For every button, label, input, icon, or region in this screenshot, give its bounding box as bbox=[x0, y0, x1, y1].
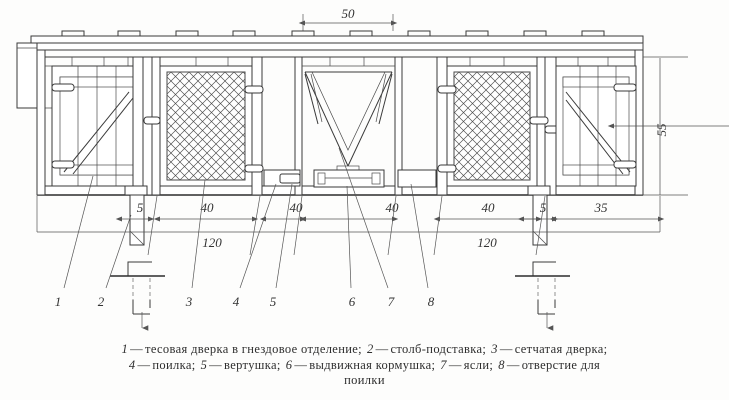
latch-icon bbox=[437, 85, 457, 94]
turn-latch-icon bbox=[143, 116, 161, 125]
hinge-icon bbox=[51, 83, 75, 92]
wire-mesh-panel bbox=[166, 71, 246, 181]
caption-dash: — bbox=[130, 342, 143, 356]
caption-key-8: 8 bbox=[498, 357, 505, 372]
dim-bay-3-40-label: 40 bbox=[386, 200, 400, 215]
callout-8-label: 8 bbox=[428, 294, 435, 309]
wire-mesh-panel bbox=[453, 71, 531, 181]
caption-key-3: 3 bbox=[491, 342, 498, 356]
dim-bay-1-40-label: 40 bbox=[201, 200, 215, 215]
dim-post-right-5-label: 5 bbox=[540, 200, 547, 215]
caption-text-7: ясли; bbox=[463, 357, 494, 372]
callout-3-label: 3 bbox=[185, 294, 193, 309]
caption-dash: — bbox=[448, 357, 462, 372]
hinge-icon bbox=[613, 160, 637, 169]
caption-dash: — bbox=[209, 357, 223, 372]
drinker-opening bbox=[397, 169, 437, 188]
hinge-icon bbox=[51, 160, 75, 169]
latch-icon bbox=[529, 116, 549, 125]
caption-text-5: вертушка; bbox=[224, 357, 281, 372]
latch-icon bbox=[244, 85, 264, 94]
caption-dash: — bbox=[294, 357, 308, 372]
caption-key-4: 4 bbox=[128, 357, 136, 372]
roof-tabs bbox=[61, 30, 605, 36]
top-dimension-50-label: 50 bbox=[342, 6, 356, 21]
left-mesh-door bbox=[159, 65, 264, 187]
latch-icon bbox=[437, 164, 457, 173]
figure-caption: 1—тесовая дверка в гнездовое отделение;2… bbox=[0, 342, 729, 389]
caption-line-1: 1—тесовая дверка в гнездовое отделение;2… bbox=[8, 342, 721, 358]
drawing-area: 50 bbox=[16, 6, 729, 331]
dim-bay-4-40-label: 40 bbox=[482, 200, 496, 215]
right-dimension-group: 55 bbox=[607, 56, 729, 196]
hinge-icon bbox=[613, 83, 637, 92]
callout-leaders: 1 2 3 4 5 6 7 bbox=[55, 147, 435, 309]
caption-dash: — bbox=[506, 357, 520, 372]
right-end-panel bbox=[642, 50, 661, 195]
left-plank-door bbox=[51, 65, 141, 187]
caption-text-3: сетчатая дверка; bbox=[514, 342, 608, 356]
caption-text-6: выдвижная кормушка; bbox=[309, 357, 436, 372]
center-hay-rack bbox=[304, 71, 393, 179]
turn-piece-icon bbox=[279, 173, 301, 184]
callout-4-label: 4 bbox=[233, 294, 240, 309]
caption-line-3: поилки bbox=[344, 373, 385, 387]
drinker-assembly bbox=[263, 169, 301, 187]
caption-dash: — bbox=[137, 357, 151, 372]
caption-key-2: 2 bbox=[367, 342, 374, 356]
caption-key-6: 6 bbox=[285, 357, 293, 372]
section-cut-markers bbox=[110, 261, 570, 331]
sliding-feeder bbox=[313, 169, 385, 188]
dim-bay-2-40-label: 40 bbox=[290, 200, 304, 215]
callout-5-label: 5 bbox=[270, 294, 277, 309]
caption-dash: — bbox=[499, 342, 513, 356]
caption-key-5: 5 bbox=[200, 357, 208, 372]
caption-text-2: столб-подставка; bbox=[390, 342, 487, 356]
callout-2-label: 2 bbox=[98, 294, 105, 309]
callout-6-label: 6 bbox=[349, 294, 356, 309]
caption-text-8: отверстие для bbox=[521, 357, 601, 372]
caption-key-7: 7 bbox=[440, 357, 447, 372]
dim-total-right-120-label: 120 bbox=[477, 235, 497, 250]
caption-line-2: 4—поилка;5—вертушка;6—выдвижная кормушка… bbox=[8, 358, 721, 374]
roof-assembly bbox=[30, 30, 644, 58]
dim-end-35-label: 35 bbox=[594, 200, 609, 215]
top-dimension-group: 50 bbox=[298, 6, 398, 31]
right-mesh-door bbox=[437, 65, 562, 187]
caption-text-1: тесовая дверка в гнездовое отделение; bbox=[145, 342, 363, 356]
hutch-elevation-svg: 50 bbox=[16, 6, 729, 331]
dim-total-left-120-label: 120 bbox=[202, 235, 222, 250]
callout-1-label: 1 bbox=[55, 294, 62, 309]
right-dimension-55-label: 55 bbox=[654, 123, 669, 137]
caption-dash: — bbox=[375, 342, 389, 356]
caption-key-1: 1 bbox=[121, 342, 129, 356]
callout-7-label: 7 bbox=[388, 294, 395, 309]
dim-post-left-5-label: 5 bbox=[137, 200, 144, 215]
latch-icon bbox=[244, 164, 264, 173]
caption-text-4: поилка; bbox=[152, 357, 196, 372]
